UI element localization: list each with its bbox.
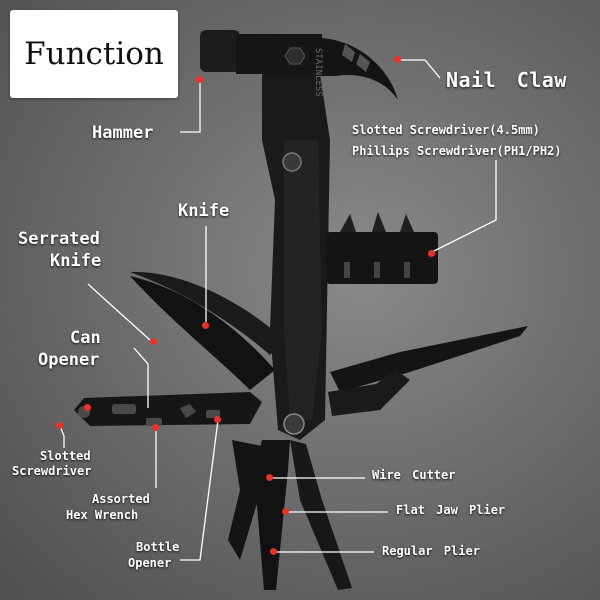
nail-claw-dot	[394, 56, 401, 63]
label-can-opener-1: Can	[70, 328, 101, 348]
plier-lever	[328, 326, 528, 416]
label-bottle-opener-1: Bottle	[136, 540, 180, 554]
handle: STAINLESS	[262, 48, 330, 440]
title-box: Function	[10, 10, 178, 98]
bottle-opener-dot	[214, 416, 221, 423]
label-wire-cutter: Wire Cutter	[372, 468, 456, 482]
hammer-dot	[196, 76, 203, 83]
label-hammer: Hammer	[92, 123, 154, 143]
knife-blade	[130, 276, 275, 390]
label-can-opener-2: Opener	[38, 350, 100, 370]
label-phillips-screwdriver-bit: Phillips Screwdriver(PH1/PH2)	[352, 144, 562, 158]
label-hex-wrench-1: Assorted	[92, 492, 150, 506]
label-slotted-screwdriver-1: Slotted	[40, 449, 91, 463]
wrench-arm	[74, 392, 262, 426]
label-hex-wrench-2: Hex Wrench	[66, 508, 139, 522]
label-bottle-opener-2: Opener	[128, 556, 172, 570]
page-title: Function	[24, 36, 164, 72]
flat-jaw-plier-dot	[282, 508, 289, 515]
label-knife: Knife	[178, 201, 230, 221]
label-regular-plier: Regular Plier	[382, 544, 480, 558]
brand-mark: STAINLESS	[313, 48, 323, 97]
wire-cutter-dot	[266, 474, 273, 481]
hammer-head	[200, 30, 398, 100]
label-slotted-screwdriver-2: Screwdriver	[12, 464, 92, 478]
slotted-screwdriver-dot	[56, 422, 63, 429]
label-flat-jaw-plier: Flat Jaw Plier	[396, 503, 506, 517]
label-serrated-knife-2: Knife	[50, 251, 102, 271]
hex-wrench-dot	[152, 424, 159, 431]
serrated-knife-dot	[150, 338, 157, 345]
bits-dot	[428, 250, 435, 257]
label-serrated-knife-1: Serrated	[18, 229, 100, 249]
label-nail-claw: Nail Claw	[446, 68, 567, 92]
serrated-blade	[130, 271, 285, 355]
knife-dot	[202, 322, 209, 329]
can-opener-dot	[84, 404, 91, 411]
bit-holder	[326, 212, 438, 284]
label-slotted-screwdriver-bit: Slotted Screwdriver(4.5mm)	[352, 123, 540, 137]
regular-plier-dot	[270, 548, 277, 555]
plier-jaws	[228, 440, 352, 590]
